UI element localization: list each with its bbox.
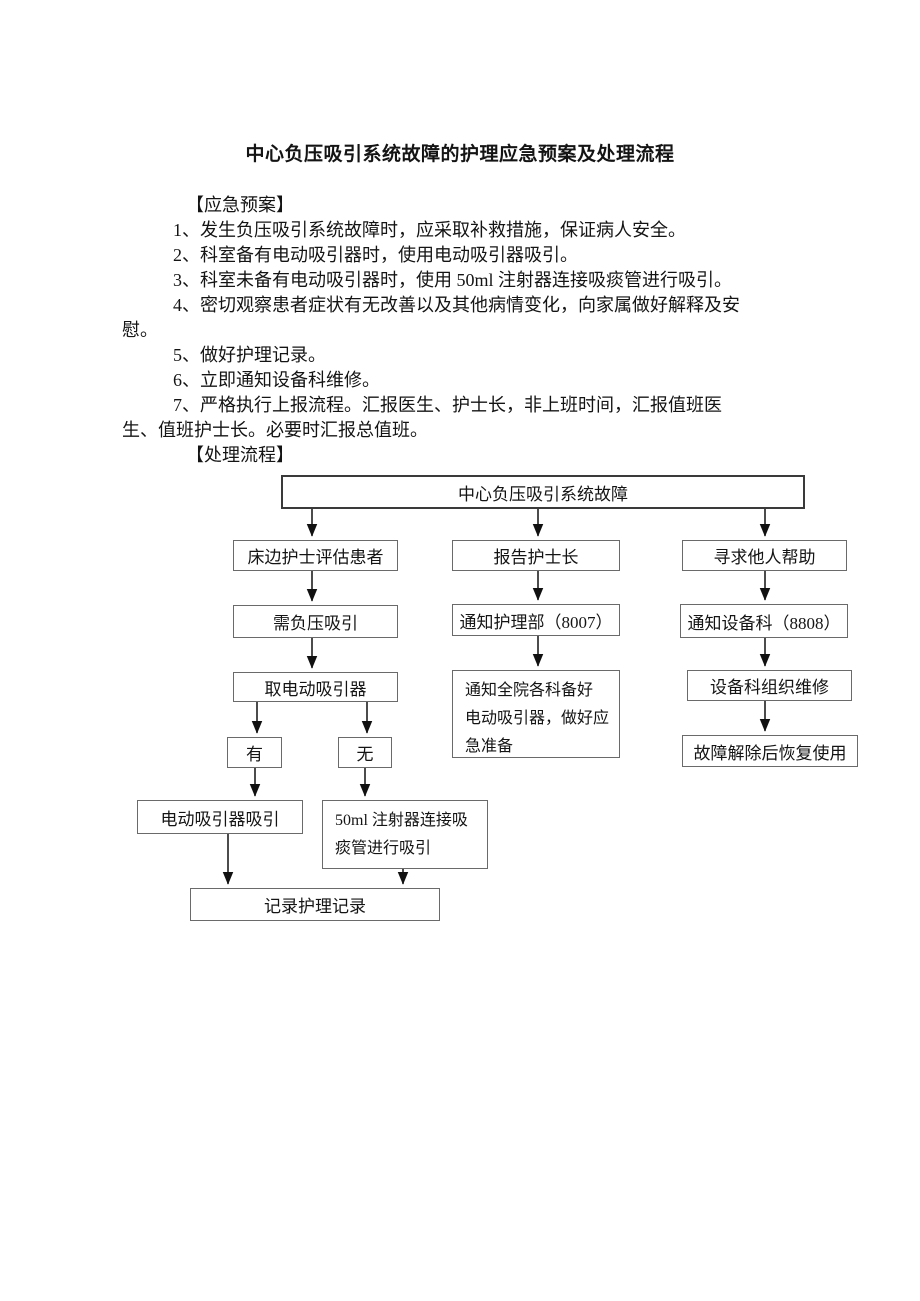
emergency-plan-section: 【应急预案】 1、发生负压吸引系统故障时，应采取补救措施，保证病人安全。 2、科…	[122, 193, 812, 468]
flowchart-node-no-device: 无	[338, 737, 392, 768]
page-title: 中心负压吸引系统故障的护理应急预案及处理流程	[245, 144, 675, 165]
section-heading-emergency-plan: 【应急预案】	[186, 195, 294, 215]
flowchart-node-syringe-suction: 50ml 注射器连接吸 痰管进行吸引	[322, 800, 488, 869]
flowchart-node-system-failure: 中心负压吸引系统故障	[281, 475, 805, 509]
flowchart-node-electric-suction: 电动吸引器吸引	[137, 800, 303, 834]
plan-item-4-line-1: 4、密切观察患者症状有无改善以及其他病情变化，向家属做好解释及安	[173, 295, 740, 315]
flowchart-node-notify-nursing-dept: 通知护理部（8007）	[452, 604, 620, 636]
plan-item-4-line-2: 慰。	[122, 320, 158, 340]
notify-all-line-1: 通知全院各科备好	[465, 682, 594, 699]
plan-item-1: 1、发生负压吸引系统故障时，应采取补救措施，保证病人安全。	[173, 220, 686, 240]
notify-all-line-2: 电动吸引器，做好应	[465, 710, 610, 727]
syringe-line-2: 痰管进行吸引	[335, 840, 432, 857]
flowchart-node-have-device: 有	[227, 737, 282, 768]
flowchart-arrows	[222, 509, 771, 885]
flowchart-node-resume-use: 故障解除后恢复使用	[682, 735, 858, 767]
notify-all-line-3: 急准备	[465, 738, 514, 755]
flowchart-node-get-electric-suction: 取电动吸引器	[233, 672, 398, 702]
syringe-line-1: 50ml 注射器连接吸	[335, 812, 468, 829]
flowchart-node-assess-patient: 床边护士评估患者	[233, 540, 398, 571]
plan-item-5: 5、做好护理记录。	[173, 345, 326, 365]
flowchart-node-notify-all-depts: 通知全院各科备好 电动吸引器，做好应 急准备	[452, 670, 620, 758]
plan-item-7-line-2: 生、值班护士长。必要时汇报总值班。	[122, 420, 428, 440]
flowchart-node-organize-repair: 设备科组织维修	[687, 670, 852, 701]
flowchart-node-report-head-nurse: 报告护士长	[452, 540, 620, 571]
plan-item-3: 3、科室未备有电动吸引器时，使用 50ml 注射器连接吸痰管进行吸引。	[173, 270, 732, 290]
flowchart-node-need-suction: 需负压吸引	[233, 605, 398, 638]
process-flowchart: 中心负压吸引系统故障 床边护士评估患者 报告护士长 寻求他人帮助 需负压吸引 通…	[137, 475, 858, 921]
flowchart-node-record-nursing: 记录护理记录	[190, 888, 440, 921]
flowchart-node-seek-help: 寻求他人帮助	[682, 540, 847, 571]
plan-item-6: 6、立即通知设备科维修。	[173, 370, 380, 390]
plan-item-2: 2、科室备有电动吸引器时，使用电动吸引器吸引。	[173, 245, 578, 265]
section-heading-process-flow: 【处理流程】	[186, 445, 294, 465]
plan-item-7-line-1: 7、严格执行上报流程。汇报医生、护士长，非上班时间，汇报值班医	[173, 395, 722, 415]
flowchart-node-notify-equipment-dept: 通知设备科（8808）	[680, 604, 848, 638]
